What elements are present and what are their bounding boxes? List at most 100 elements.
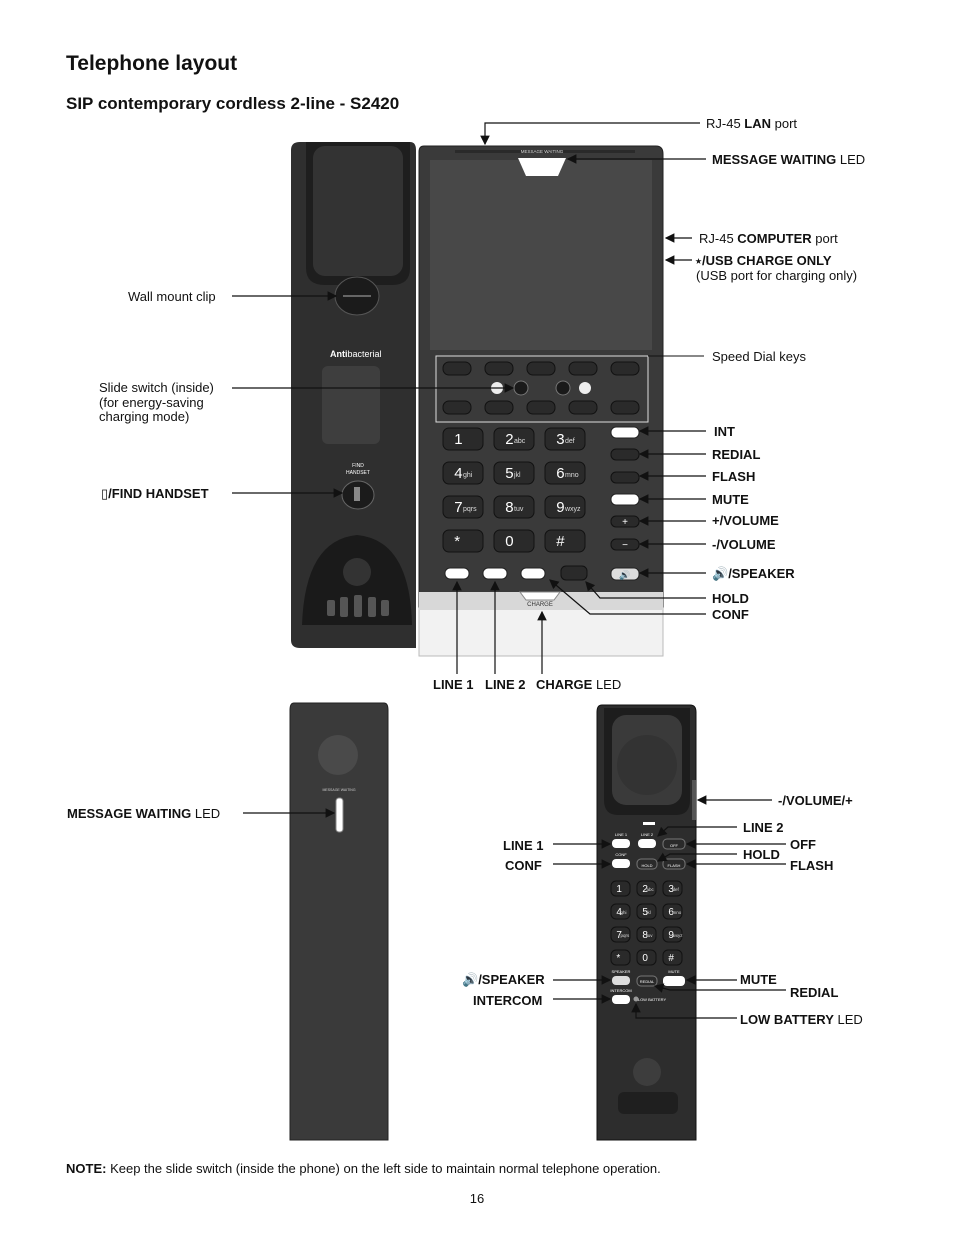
keypad-key-1[interactable] — [443, 428, 483, 450]
label-line2: LINE 2 — [485, 677, 525, 692]
label-charge-led: CHARGE LED — [536, 677, 621, 692]
keypad-letters: tuv — [514, 506, 524, 513]
svg-text:🔊: 🔊 — [619, 569, 630, 581]
keypad-letters: pqrs — [621, 933, 631, 938]
keypad-digit: * — [616, 953, 620, 964]
svg-text:CONF: CONF — [615, 852, 627, 857]
svg-text:HANDSET: HANDSET — [346, 470, 370, 476]
svg-text:FIND: FIND — [352, 463, 364, 469]
keypad-letters: mno — [673, 910, 682, 915]
note: NOTE: Keep the slide switch (inside the … — [66, 1161, 661, 1176]
svg-text:MUTE: MUTE — [668, 969, 680, 974]
keypad-digit: 2 — [505, 431, 513, 448]
keypad-key-hash[interactable] — [545, 530, 585, 552]
label-hs-line2: LINE 2 — [743, 820, 783, 835]
usb-icon: ⭑ — [695, 253, 702, 268]
keypad-digit: 7 — [454, 499, 462, 516]
base-unit — [291, 142, 663, 656]
svg-text:CHARGE: CHARGE — [527, 602, 553, 608]
label-volume-down: -/VOLUME — [712, 537, 776, 552]
label-int: INT — [714, 424, 735, 439]
keypad-letters: wxyz — [673, 933, 684, 938]
label-usb-sub: (USB port for charging only) — [696, 268, 857, 283]
label-slide-switch-1: Slide switch (inside) — [99, 380, 214, 395]
keypad-digit: 6 — [556, 465, 564, 482]
label-hs-redial: REDIAL — [790, 985, 838, 1000]
keypad-digit: # — [668, 953, 674, 964]
label-speed-dial: Speed Dial keys — [712, 349, 806, 364]
keypad-digit: 3 — [556, 431, 564, 448]
speaker-icon: 🔊 — [462, 972, 478, 987]
keypad-letters: ghi — [463, 472, 473, 479]
label-hs-conf: CONF — [505, 858, 542, 873]
label-redial: REDIAL — [712, 447, 760, 462]
keypad-letters: jkl — [513, 472, 521, 479]
label-hs-mute: MUTE — [740, 972, 777, 987]
svg-text:LOW BATTERY: LOW BATTERY — [638, 997, 667, 1002]
svg-text:MESSAGE WAITING: MESSAGE WAITING — [322, 788, 355, 792]
svg-text:HOLD: HOLD — [641, 863, 652, 868]
label-hs-intercom: INTERCOM — [473, 993, 542, 1008]
label-message-waiting-led: MESSAGE WAITING LED — [712, 152, 865, 167]
label-hs-off: OFF — [790, 837, 816, 852]
keypad-letters: tuv — [647, 933, 654, 938]
label-computer-port: RJ-45 COMPUTER port — [699, 231, 838, 246]
svg-text:INTERCOM: INTERCOM — [610, 988, 631, 993]
keypad-digit: 8 — [505, 499, 513, 516]
keypad-digit: # — [556, 533, 565, 550]
handset-front-view — [597, 705, 696, 1140]
device-mwl-text: MESSAGE WAITING — [521, 149, 564, 154]
keypad-letters: pqrs — [463, 506, 477, 513]
label-hs-flash: FLASH — [790, 858, 833, 873]
label-speaker: 🔊/SPEAKER — [712, 566, 795, 581]
label-volume-up: +/VOLUME — [712, 513, 779, 528]
label-hs-volume: -/VOLUME/+ — [778, 793, 853, 808]
keypad-letters: abc — [514, 438, 526, 445]
svg-text:−: − — [622, 540, 628, 551]
keypad-key-0[interactable] — [494, 530, 534, 552]
label-usb-charge: ⭑/USB CHARGE ONLY — [695, 253, 832, 268]
label-hold: HOLD — [712, 591, 749, 606]
keypad-letters: def — [673, 887, 680, 892]
keypad-digit: 1 — [616, 884, 622, 895]
svg-text:SPEAKER: SPEAKER — [612, 969, 631, 974]
svg-text:LINE 2: LINE 2 — [641, 832, 654, 837]
svg-text:LINE 1: LINE 1 — [615, 832, 628, 837]
antibacterial-text: Antibacterial — [330, 349, 382, 359]
label-slide-switch-3: charging mode) — [99, 409, 189, 424]
label-flash: FLASH — [712, 469, 755, 484]
svg-text:FLASH: FLASH — [668, 863, 681, 868]
keypad-letters: wxyz — [564, 506, 581, 513]
keypad-key-star[interactable] — [443, 530, 483, 552]
keypad-digit: 1 — [454, 431, 462, 448]
keypad-digit: 0 — [642, 953, 648, 964]
svg-text:OFF: OFF — [670, 843, 679, 848]
label-lan-port: RJ-45 LAN port — [706, 116, 797, 131]
label-wall-mount-clip: Wall mount clip — [128, 289, 216, 304]
keypad-letters: def — [565, 438, 575, 445]
keypad-letters: ghi — [621, 910, 627, 915]
keypad-digit: * — [454, 533, 460, 550]
keypad-digit: 4 — [454, 465, 462, 482]
label-hs-message-waiting: MESSAGE WAITING LED — [67, 806, 220, 821]
label-line1: LINE 1 — [433, 677, 473, 692]
handset-message-waiting-led — [336, 798, 343, 832]
keypad-key-star[interactable] — [611, 950, 630, 965]
keypad-digit: 9 — [556, 499, 564, 516]
speaker-icon: 🔊 — [712, 566, 728, 581]
keypad-digit: 5 — [505, 465, 513, 482]
handset-side-view — [290, 703, 388, 1140]
message-waiting-led — [518, 158, 566, 176]
label-slide-switch-2: (for energy-saving — [99, 395, 204, 410]
label-hs-hold: HOLD — [743, 847, 780, 862]
label-hs-speaker: 🔊/SPEAKER — [462, 972, 545, 987]
label-hs-low-battery: LOW BATTERY LED — [740, 1012, 863, 1027]
slide-switch — [514, 381, 528, 395]
label-find-handset: ▯/FIND HANDSET — [101, 486, 209, 501]
keypad-letters: jkl — [646, 910, 651, 915]
svg-text:+: + — [622, 517, 628, 528]
label-hs-line1: LINE 1 — [503, 838, 543, 853]
keypad-digit: 0 — [505, 533, 513, 550]
label-mute: MUTE — [712, 492, 749, 507]
